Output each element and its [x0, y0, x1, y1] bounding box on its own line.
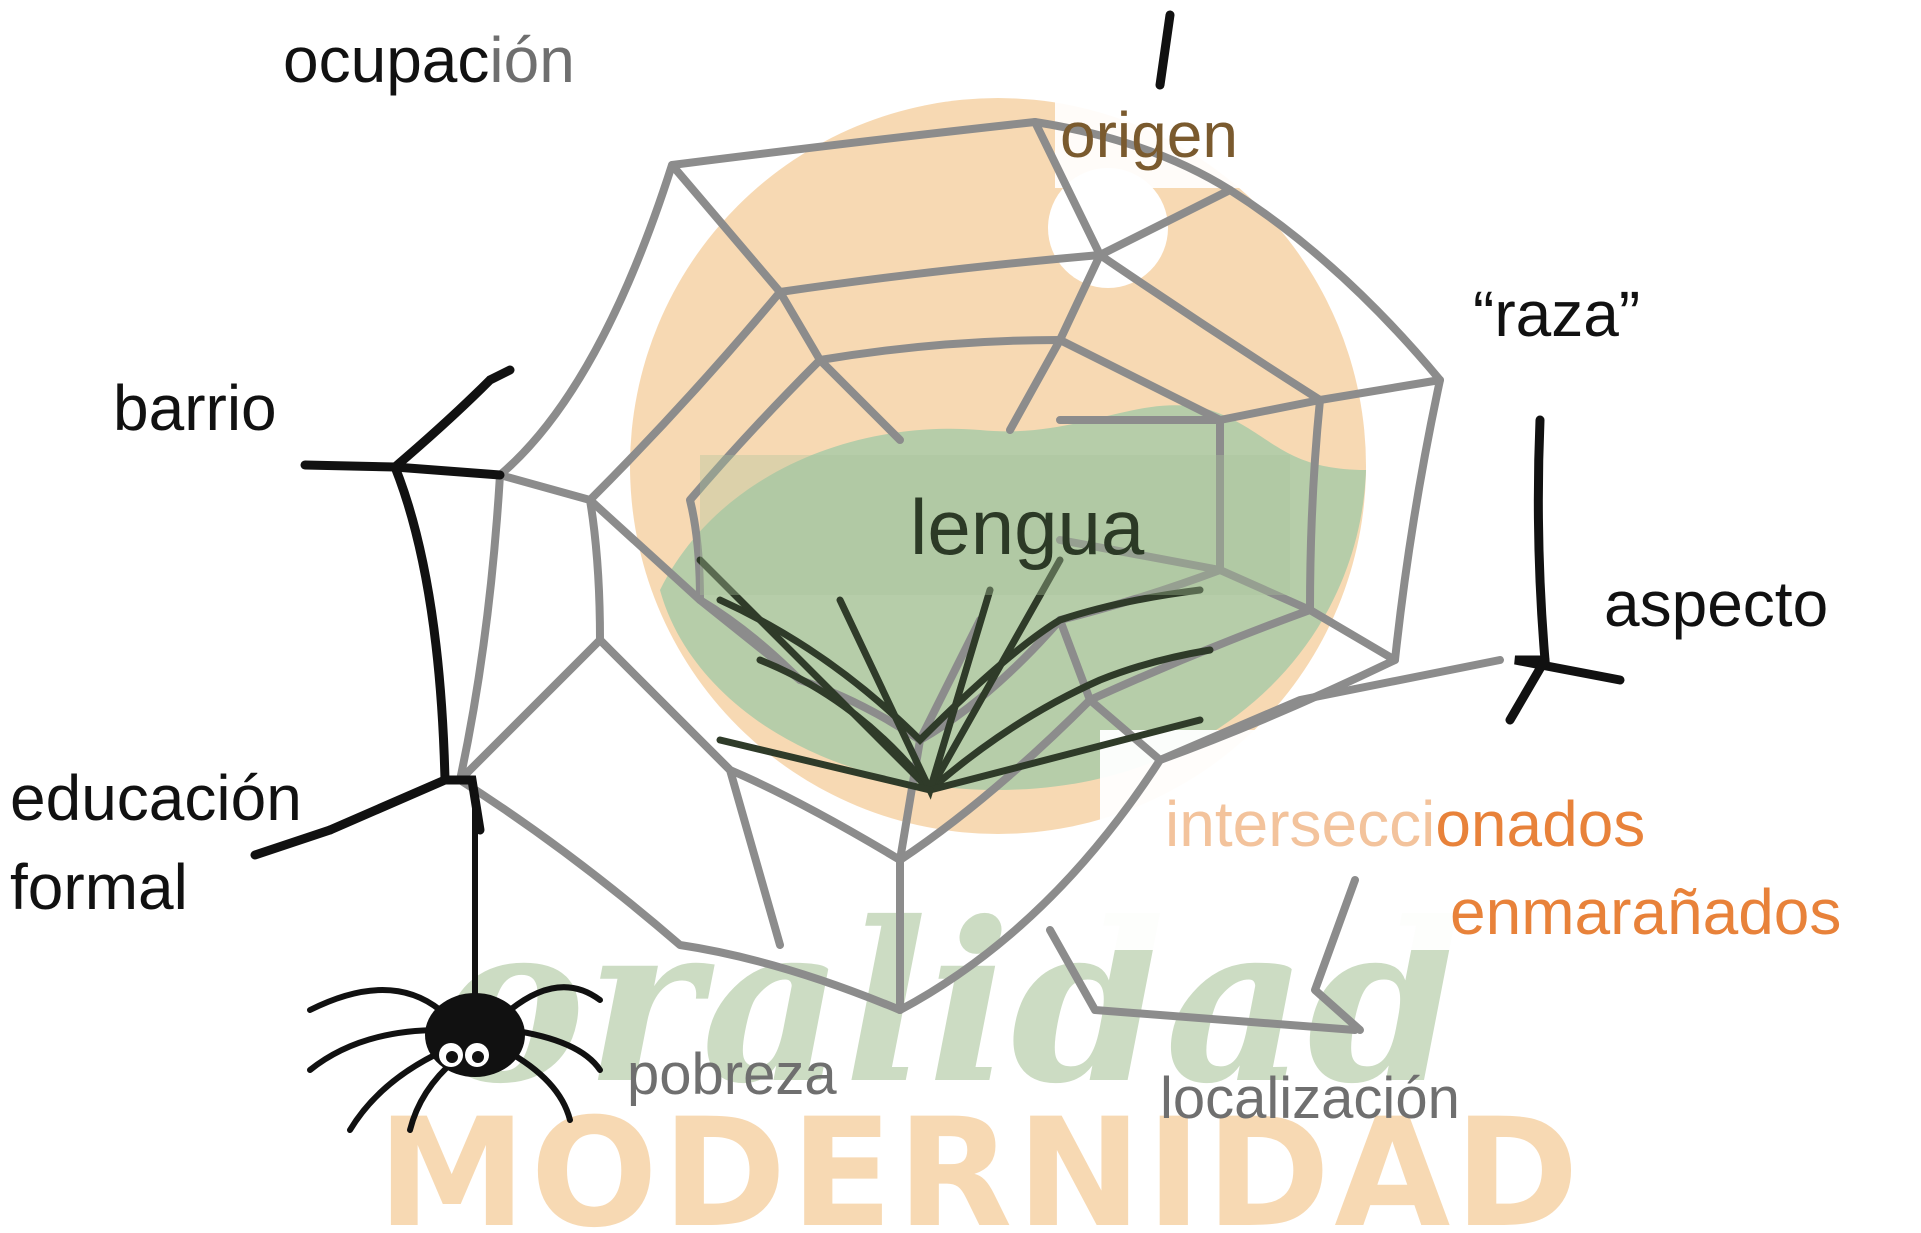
- label-educacion-line1: educación: [10, 766, 302, 830]
- label-intersecionados: interseccionados: [1165, 792, 1645, 856]
- label-enmaranados: enmarañados: [1450, 880, 1841, 944]
- label-lengua: lengua: [910, 488, 1144, 566]
- label-origen: origen: [1060, 103, 1238, 167]
- label-ocupacion-part1: ocupac: [283, 24, 489, 96]
- label-barrio: barrio: [113, 376, 277, 440]
- label-pobreza: pobreza: [627, 1046, 837, 1104]
- label-aspecto: aspecto: [1604, 572, 1828, 636]
- label-localizacion: localización: [1160, 1070, 1460, 1128]
- label-educacion-line2: formal: [10, 855, 188, 919]
- label-ocupacion: ocupación: [283, 28, 575, 92]
- label-ocupacion-part2: ión: [489, 24, 574, 96]
- label-intersec-part1: intersecci: [1165, 788, 1435, 860]
- label-raza: “raza”: [1473, 282, 1640, 346]
- label-intersec-part2: onados: [1435, 788, 1645, 860]
